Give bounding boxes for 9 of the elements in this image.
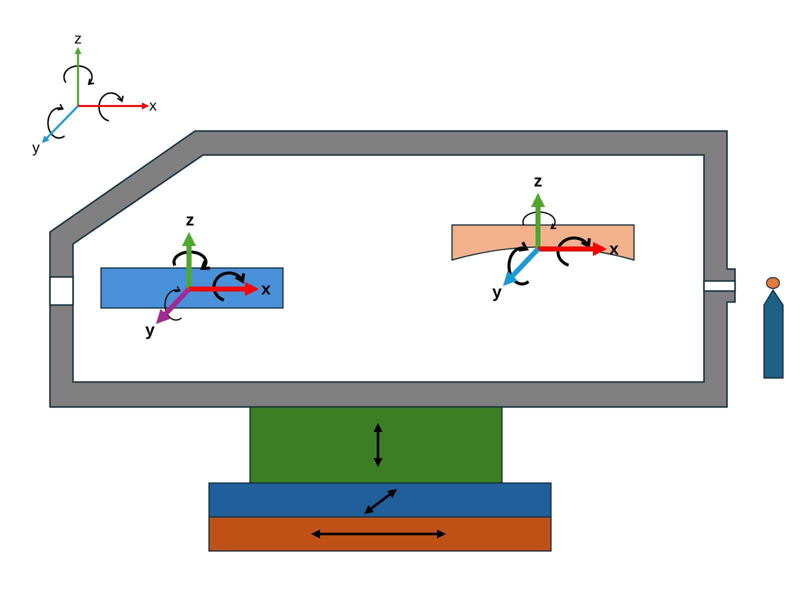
axis-label: x — [149, 98, 157, 114]
axis-label: y — [145, 322, 155, 338]
axis-label: z — [534, 172, 542, 190]
axis-label: y — [492, 284, 502, 300]
axis-label: x — [609, 240, 619, 258]
axis-label: z — [186, 212, 194, 228]
axis-label: z — [74, 32, 82, 46]
axis-label: y — [32, 140, 40, 156]
axis-label: x — [261, 280, 271, 298]
